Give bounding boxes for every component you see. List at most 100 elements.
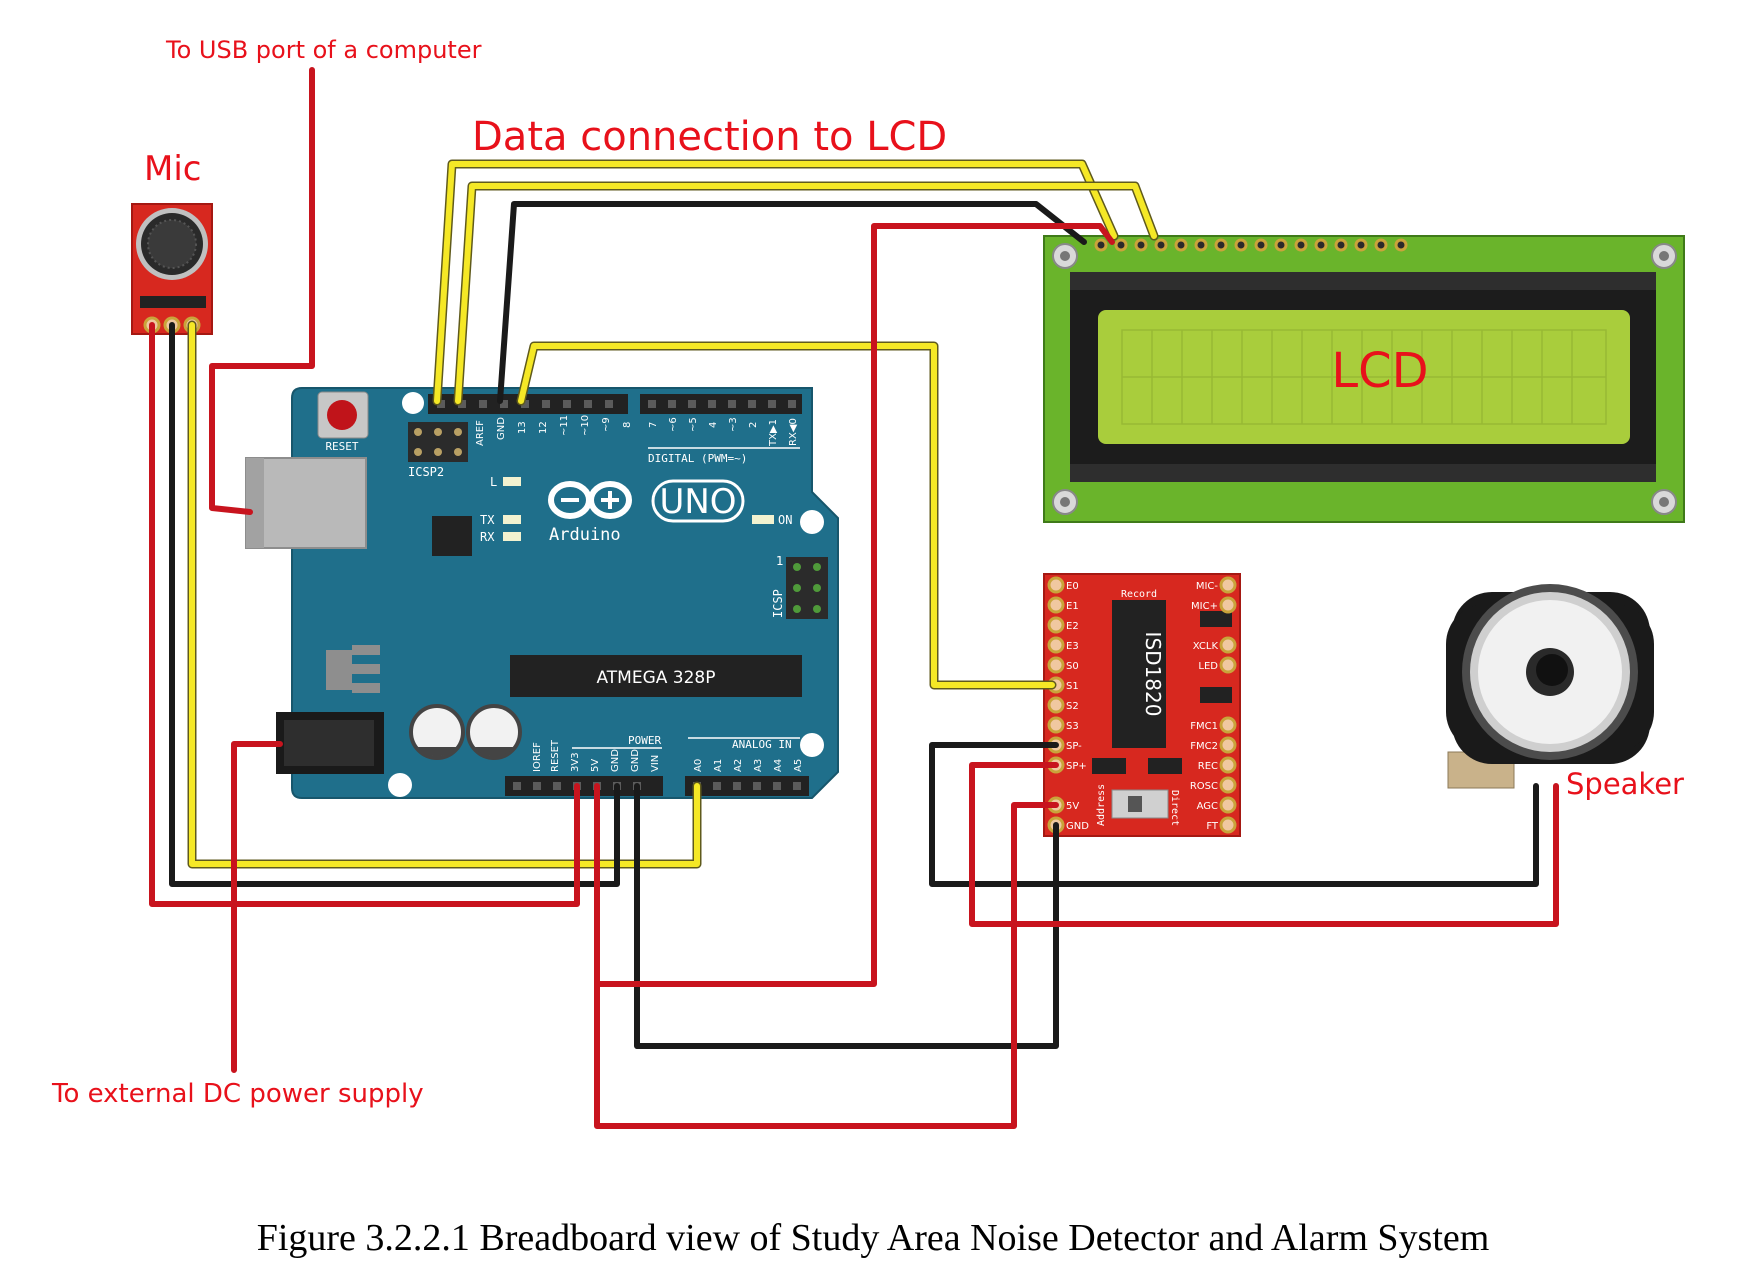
isd-right-pin-labels: MIC- MIC+ XCLK LED FMC1 FMC2 REC ROSC AG… — [1190, 581, 1219, 832]
mic-label: Mic — [144, 149, 201, 189]
pin-label: E1 — [1066, 601, 1079, 612]
pin-label: S1 — [1066, 681, 1079, 692]
pin-label: SP- — [1066, 741, 1082, 752]
pin-label: ROSC — [1190, 781, 1218, 792]
reset-label: RESET — [325, 440, 358, 453]
wire-black-mic-gnd — [169, 322, 620, 887]
reset-button: RESET — [317, 391, 369, 453]
pin-label: MIC- — [1196, 581, 1219, 592]
pin-label: A1 — [713, 759, 724, 772]
pin-label: IOREF — [532, 742, 543, 772]
pin-label: GND — [496, 417, 507, 440]
pin-label: ~6 — [668, 417, 679, 432]
pin-label: REC — [1198, 761, 1218, 772]
pin-label: RX◀0 — [788, 418, 799, 446]
usb-b-connector — [245, 457, 367, 549]
pin-label: A5 — [793, 759, 804, 772]
led-l-label: L — [490, 475, 497, 489]
arduino-brand: Arduino — [549, 525, 621, 545]
pin-label: S3 — [1066, 721, 1079, 732]
wire-red-isd-5v — [594, 802, 1059, 1129]
pin-label: 5V — [1066, 801, 1079, 812]
mount-hole — [800, 510, 824, 534]
pin-label: TX▶1 — [768, 419, 779, 447]
dc-barrel-jack — [276, 712, 384, 774]
digital-label: DIGITAL (PWM=~) — [648, 452, 747, 465]
pin-label: E3 — [1066, 641, 1079, 652]
wire-yellow-isd-s1 — [518, 343, 1055, 688]
icsp2-label: ICSP2 — [408, 465, 444, 479]
icsp2-header: ICSP2 — [408, 422, 468, 479]
record-label: Record — [1121, 589, 1157, 600]
led-on — [752, 515, 774, 524]
icsp-pin1-label: 1 — [776, 554, 784, 568]
wire-red-speaker-pos — [969, 762, 1559, 927]
pin-label: ~11 — [559, 415, 570, 436]
lcd-character-grid — [1121, 329, 1607, 425]
wire-yellow-mic-out — [189, 322, 700, 867]
led-on-label: ON — [778, 513, 792, 527]
pin-label: 4 — [708, 422, 719, 428]
led-rx-label: RX — [480, 530, 495, 544]
address-label: Address — [1096, 784, 1107, 826]
icsp-label: ICSP — [771, 589, 785, 618]
wire-red-dc-power — [231, 741, 283, 1073]
pin-label: FMC2 — [1190, 741, 1218, 752]
pin-label: 2 — [748, 422, 759, 428]
led-l — [503, 477, 521, 486]
pin-label: SP+ — [1066, 761, 1087, 772]
isd1820-label: ISD1820 — [1141, 632, 1165, 717]
pin-label: XCLK — [1193, 641, 1219, 652]
isd1820-chip — [1112, 600, 1166, 748]
wire-black-speaker-neg — [929, 742, 1539, 887]
speaker-label: Speaker — [1566, 767, 1684, 801]
pin-label: 13 — [517, 421, 528, 434]
arduino-uno-board: RESET ICSP2 L TX RX — [245, 387, 839, 799]
pin-label: E0 — [1066, 581, 1079, 592]
smd-component — [1200, 687, 1232, 703]
smd-component — [1148, 758, 1182, 774]
wire-black-lcd-gnd — [497, 201, 1087, 404]
pin-label: E2 — [1066, 621, 1079, 632]
atmega-chip — [510, 655, 802, 697]
pin-label: FMC1 — [1190, 721, 1218, 732]
isd-left-pin-labels: E0 E1 E2 E3 S0 S1 S2 S3 SP- SP+ 5V GND — [1066, 581, 1089, 832]
usb-chip — [432, 516, 472, 556]
pin-label: RESET — [550, 739, 561, 772]
pin-label: 3V3 — [570, 752, 581, 772]
usb-label: To USB port of a computer — [165, 36, 482, 64]
wire-red-lcd-vcc — [594, 223, 1115, 987]
wire-yellow-lcd-data-1 — [432, 159, 1119, 406]
pin-label: A2 — [733, 759, 744, 772]
pin-label: 8 — [622, 422, 633, 428]
pin-label: 12 — [538, 421, 549, 434]
wire-yellow-lcd-data-1 — [434, 161, 1117, 404]
voltage-regulator — [326, 645, 380, 693]
lcd-label: LCD — [1331, 343, 1428, 399]
chip-label: ATMEGA 328P — [596, 668, 715, 688]
pin-label: AREF — [475, 420, 486, 446]
analog-label: ANALOG IN — [732, 738, 792, 751]
pin-label: FT — [1206, 821, 1219, 832]
capacitor — [409, 704, 465, 760]
pin-label: GND — [610, 749, 621, 772]
wire-black-isd-gnd — [634, 783, 1059, 1049]
wire-red-usb — [209, 67, 315, 515]
pin-label: S0 — [1066, 661, 1079, 672]
power-label: POWER — [628, 734, 661, 747]
pin-label: 5V — [590, 759, 601, 772]
led-rx — [503, 532, 521, 541]
pin-label: ~9 — [601, 417, 612, 432]
mount-hole — [402, 392, 424, 414]
pin-label: MIC+ — [1191, 601, 1218, 612]
digital-header-pins — [437, 400, 796, 408]
wire-yellow-lcd-data-2 — [455, 183, 1157, 404]
dc-power-label: To external DC power supply — [51, 1079, 424, 1109]
speaker — [1446, 584, 1654, 789]
isd-right-pins — [1219, 576, 1237, 834]
smd-component — [1200, 611, 1232, 627]
pin-label: ~10 — [580, 415, 591, 436]
pin-label: VIN — [650, 755, 661, 772]
lcd-pin-header — [1094, 238, 1408, 252]
